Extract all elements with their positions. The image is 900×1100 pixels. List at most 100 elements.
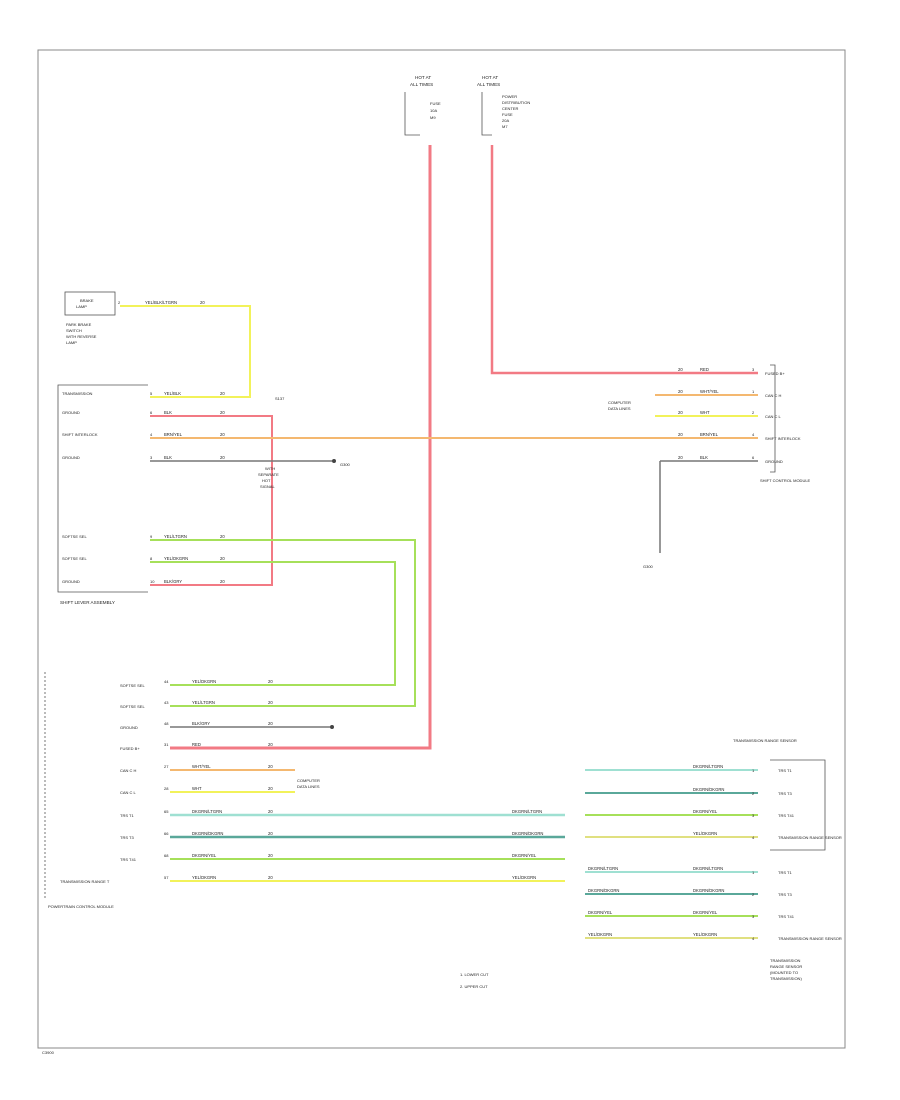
pcm-row-name: CAN C L <box>120 790 137 795</box>
pcm-row-color: WHT <box>192 786 202 791</box>
wire-red-ground <box>150 415 273 586</box>
scm-row-pin: 4 <box>752 432 755 437</box>
shift-row-color: BRN/YEL <box>164 432 183 437</box>
pcm-row-color: RED <box>192 742 201 747</box>
wire-green-sel-2 <box>150 561 396 686</box>
notes: 1. LOWER CUT 2. UPPER CUT <box>460 972 489 989</box>
power-left-fuse-line: FUSE <box>430 101 441 106</box>
tm-row-name: TRANSMISSION RANGE SENSOR <box>778 936 842 941</box>
shift-lever-note: SEPARATE <box>258 472 279 477</box>
pcm-row-size: 20 <box>268 875 273 880</box>
pcm-row-pin: 57 <box>164 875 169 880</box>
scm-row-name: CAN C L <box>765 414 782 419</box>
power-right-sub: ALL TIMES <box>477 82 500 87</box>
power-left-title: HOT AT <box>415 75 431 80</box>
shift-row-name: GROUND <box>62 579 80 584</box>
scm-row-pin: 3 <box>752 367 755 372</box>
trs-row-name: TRS T41 <box>778 813 795 818</box>
power-right-bracket <box>481 92 492 136</box>
tm-row-pin: 2 <box>752 892 755 897</box>
shift-control-module: SHIFT CONTROL MODULE COMPUTER DATA LINES… <box>608 364 811 569</box>
pcm-row-color: WHT/YEL <box>192 764 211 769</box>
pcm-row-name: TRANSMISSION RANGE T <box>60 879 110 884</box>
trs-row-color: DKGRN/DKGRN <box>693 787 724 792</box>
trans-caption-line: TRANSMISSION <box>770 958 801 963</box>
scm-row-pin: 6 <box>752 455 755 460</box>
trs-row-name: TRANSMISSION RANGE SENSOR <box>778 835 842 840</box>
pcm-row-color-far: DKGRN/LTGRN <box>512 809 542 814</box>
note-line: 1. LOWER CUT <box>460 972 489 977</box>
trs-row-pin: 2 <box>752 791 755 796</box>
shift-row-size: 20 <box>220 534 225 539</box>
footer-code: C3900 <box>42 1050 55 1055</box>
tm-row-color: DKGRN/LTGRN <box>693 866 723 871</box>
tm-row-name: TRS T41 <box>778 914 795 919</box>
shift-lever-note: HOT <box>262 478 271 483</box>
power-right-fuse-line: DISTRIBUTION <box>502 100 530 105</box>
shift-row-name: GROUND <box>62 410 80 415</box>
scm-row-color: WHT <box>700 410 710 415</box>
wires <box>120 145 758 939</box>
scm-row-name: FUSED B+ <box>765 371 785 376</box>
pcm-row-color: DKGRN/YEL <box>192 853 217 858</box>
pcm-title: POWERTRAIN CONTROL MODULE <box>48 904 114 909</box>
scm-bus-label: COMPUTER <box>608 400 631 405</box>
pcm-row-pin: 31 <box>164 742 169 747</box>
pcm-ground-dot <box>330 725 334 729</box>
sensor-caption-line: PARK BRAKE <box>66 322 92 327</box>
brake-switch-label: BRAKE <box>80 298 94 303</box>
trs-row-color: DKGRN/YEL <box>693 809 718 814</box>
power-right-fuse-line: FUSE <box>502 112 513 117</box>
trans-caption-line: TRANSMISSION) <box>770 976 802 981</box>
shift-row-size: 20 <box>220 556 225 561</box>
ground-dot <box>332 459 336 463</box>
scm-row-pin: 1 <box>752 389 755 394</box>
brake-wire-size: 20 <box>200 300 205 305</box>
tm-row-color-left: DKGRN/DKGRN <box>588 888 619 893</box>
brake-switch-pin: 2 <box>118 300 121 305</box>
power-right-fuse-line: 20A <box>502 118 509 123</box>
trs-row-color: YEL/DKGRN <box>693 831 717 836</box>
shift-row-pin: 3 <box>150 455 153 460</box>
power-left-sub: ALL TIMES <box>410 82 433 87</box>
shift-row-color: BLK <box>164 410 172 415</box>
pcm-row-color: YEL/DKGRN <box>192 679 216 684</box>
trs-row-name: TRS T1 <box>778 768 792 773</box>
pcm-row-color-far: DKGRN/YEL <box>512 853 537 858</box>
brake-switch: BRAKE LAMP 2 YEL/BLK/LTGRN 20 PARK BRAKE… <box>64 291 205 345</box>
power-left-fuse-line: M9 <box>430 115 436 120</box>
pcm-row-pin: 44 <box>164 679 169 684</box>
shift-row-pin: 5 <box>150 391 153 396</box>
trs-row-name: TRS T3 <box>778 791 792 796</box>
scm-row-color: BRN/YEL <box>700 432 719 437</box>
shift-row-color: BLK/GRY <box>164 579 182 584</box>
scm-row-size: 20 <box>678 389 683 394</box>
shift-lever-assembly: SHIFT LEVER ASSEMBLY S137 WITH SEPARATE … <box>57 384 351 605</box>
scm-row-color: WHT/YEL <box>700 389 719 394</box>
pcm-row-pin: 43 <box>164 700 169 705</box>
pcm-row-size: 20 <box>268 853 273 858</box>
sensor-caption-line: WITH REVERSE <box>66 334 97 339</box>
tm-row-color-left: DKGRN/YEL <box>588 910 613 915</box>
shift-lever-note: SIGNAL <box>260 484 275 489</box>
trs-row-pin: 3 <box>752 813 755 818</box>
tm-row-color: YEL/DKGRN <box>693 932 717 937</box>
pcm-row-name: SOFTSE SEL <box>120 683 145 688</box>
pcm-row-size: 20 <box>268 742 273 747</box>
pcm-row-pin: 65 <box>164 809 169 814</box>
shift-row-color: YEL/LTGRN <box>164 534 187 539</box>
sensor-caption-line: SWITCH <box>66 328 82 333</box>
pcm-row-name: TRS T41 <box>120 857 137 862</box>
pcm-row-color: DKGRN/LTGRN <box>192 809 222 814</box>
diagram-frame <box>37 49 846 1049</box>
pcm-row-name: TRS T1 <box>120 813 134 818</box>
pcm-row-size: 20 <box>268 764 273 769</box>
scm-row-color: RED <box>700 367 709 372</box>
shift-row-size: 20 <box>220 579 225 584</box>
shift-row-pin: 4 <box>150 432 153 437</box>
shift-row-pin: 6 <box>150 410 153 415</box>
pcm-row-size: 20 <box>268 809 273 814</box>
